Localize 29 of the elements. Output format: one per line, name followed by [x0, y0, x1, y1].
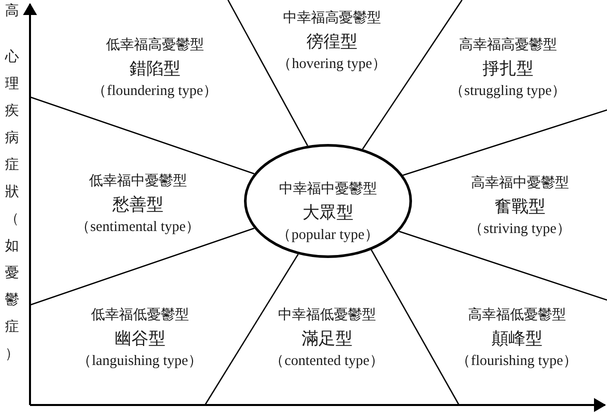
type-criteria: 中幸福低憂鬱型 [278, 306, 376, 325]
type-translation: （contented type） [270, 352, 384, 371]
type-translation: （flourishing type） [456, 352, 578, 371]
type-criteria: 高幸福高憂鬱型 [459, 36, 557, 55]
type-criteria: 中幸福高憂鬱型 [283, 9, 381, 28]
type-criteria: 高幸福低憂鬱型 [468, 306, 566, 325]
type-name: 錯陷型 [130, 58, 180, 80]
type-translation: （hovering type） [276, 55, 388, 74]
type-criteria: 低幸福中憂鬱型 [89, 172, 187, 191]
type-name: 顛峰型 [492, 328, 542, 350]
type-translation: （striving type） [468, 220, 572, 239]
type-criteria: 低幸福低憂鬱型 [91, 306, 189, 325]
type-name: 愁善型 [112, 194, 164, 216]
type-name: 徬徨型 [306, 31, 358, 53]
type-criteria: 低幸福高憂鬱型 [106, 36, 204, 55]
type-name: 掙扎型 [482, 58, 534, 80]
axis-label: 高 [5, 2, 19, 21]
type-name: 滿足型 [302, 328, 352, 350]
axis-label: 心理疾病症狀（如憂鬱症） [5, 48, 19, 364]
type-translation: （struggling type） [449, 82, 567, 101]
type-criteria: 中幸福中憂鬱型 [279, 180, 377, 199]
type-translation: （popular type） [276, 226, 380, 245]
type-name: 奮戰型 [494, 196, 546, 218]
type-translation: （sentimental type） [75, 218, 201, 237]
type-criteria: 高幸福中憂鬱型 [471, 174, 569, 193]
type-name: 大眾型 [302, 202, 354, 224]
type-translation: （languishing type） [76, 352, 204, 371]
type-translation: （floundering type） [92, 82, 218, 101]
type-name: 幽谷型 [114, 328, 166, 350]
